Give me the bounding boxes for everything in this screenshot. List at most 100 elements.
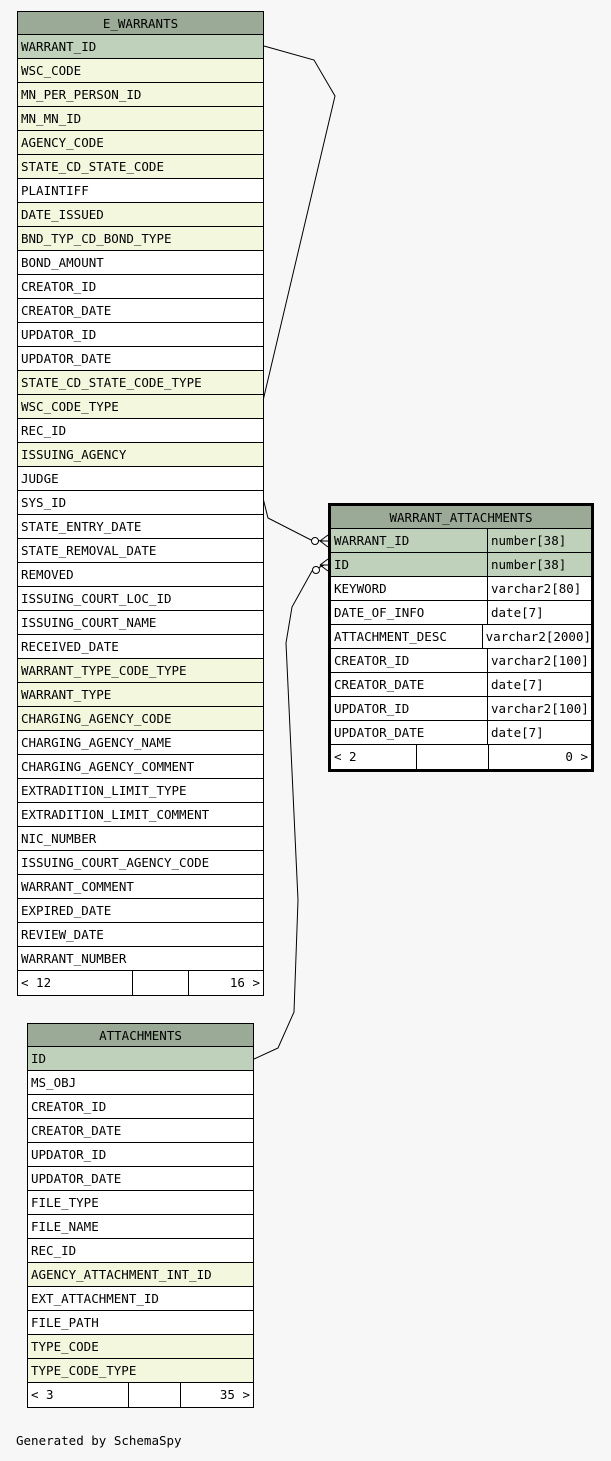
table-header[interactable]: E_WARRANTS <box>18 12 263 35</box>
child-count[interactable]: 16 > <box>188 971 263 995</box>
column-type: number[38] <box>491 557 567 572</box>
table-row[interactable]: ID <box>28 1047 253 1071</box>
table-row[interactable]: WSC_CODE_TYPE <box>18 395 263 419</box>
table-row[interactable]: CHARGING_AGENCY_CODE <box>18 707 263 731</box>
table-row[interactable]: FILE_TYPE <box>28 1191 253 1215</box>
table-row[interactable]: PLAINTIFF <box>18 179 263 203</box>
table-row[interactable]: FILE_NAME <box>28 1215 253 1239</box>
table-row[interactable]: WARRANT_NUMBER <box>18 947 263 971</box>
table-row[interactable]: MN_MN_ID <box>18 107 263 131</box>
column-name: BOND_AMOUNT <box>21 255 104 270</box>
column-name: PLAINTIFF <box>21 183 89 198</box>
table-footer: < 12 16 > <box>18 971 263 995</box>
table-row[interactable]: AGENCY_CODE <box>18 131 263 155</box>
table-row[interactable]: EXTRADITION_LIMIT_TYPE <box>18 779 263 803</box>
table-row[interactable]: WARRANT_COMMENT <box>18 875 263 899</box>
column-name: ISSUING_AGENCY <box>21 447 127 462</box>
column-name: KEYWORD <box>331 577 488 600</box>
table-row[interactable]: UPDATOR_DATE <box>28 1167 253 1191</box>
table-row[interactable]: REC_ID <box>28 1239 253 1263</box>
column-name: WSC_CODE_TYPE <box>21 399 119 414</box>
table-row[interactable]: WARRANT_ID <box>18 35 263 59</box>
table-row[interactable]: UPDATOR_DATE <box>18 347 263 371</box>
column-type: date[7] <box>491 605 544 620</box>
column-name: WARRANT_ID <box>21 39 97 54</box>
table-row[interactable]: STATE_ENTRY_DATE <box>18 515 263 539</box>
column-name: ATTACHMENT_DESC <box>331 625 483 648</box>
child-count[interactable]: 0 > <box>488 745 591 769</box>
table-row[interactable]: MS_OBJ <box>28 1071 253 1095</box>
parent-count[interactable]: < 2 <box>334 749 357 764</box>
table-row[interactable]: CREATOR_ID <box>28 1095 253 1119</box>
table-row[interactable]: SYS_ID <box>18 491 263 515</box>
cardinality-zero-icon <box>311 537 319 545</box>
child-count[interactable]: 35 > <box>180 1383 253 1407</box>
table-row[interactable]: WSC_CODE <box>18 59 263 83</box>
table-header[interactable]: WARRANT_ATTACHMENTS <box>331 506 591 529</box>
column-name: UPDATOR_ID <box>31 1147 107 1162</box>
column-name: STATE_REMOVAL_DATE <box>21 543 157 558</box>
footer-spacer <box>132 971 188 995</box>
table-row[interactable]: CREATOR_DATE <box>18 299 263 323</box>
column-name: EXPIRED_DATE <box>21 903 112 918</box>
relationship-attachments-to-warrant-attachments <box>253 564 325 1060</box>
column-name: UPDATOR_DATE <box>21 351 112 366</box>
table-row[interactable]: FILE_PATH <box>28 1311 253 1335</box>
table-row[interactable]: EXT_ATTACHMENT_ID <box>28 1287 253 1311</box>
column-name: EXTRADITION_LIMIT_TYPE <box>21 783 187 798</box>
table-row[interactable]: CREATOR_ID <box>18 275 263 299</box>
table-row[interactable]: CHARGING_AGENCY_NAME <box>18 731 263 755</box>
table-row[interactable]: AGENCY_ATTACHMENT_INT_ID <box>28 1263 253 1287</box>
parent-count[interactable]: < 3 <box>31 1387 54 1402</box>
table-row[interactable]: MN_PER_PERSON_ID <box>18 83 263 107</box>
table-header[interactable]: ATTACHMENTS <box>28 1024 253 1047</box>
column-type: number[38] <box>491 533 567 548</box>
column-name: FILE_NAME <box>31 1219 99 1234</box>
table-row[interactable]: UPDATOR_ID <box>28 1143 253 1167</box>
table-row[interactable]: REMOVED <box>18 563 263 587</box>
table-row[interactable]: DATE_ISSUED <box>18 203 263 227</box>
table-row[interactable]: REC_ID <box>18 419 263 443</box>
table-row[interactable]: TYPE_CODE <box>28 1335 253 1359</box>
table-row[interactable]: CREATOR_DATE <box>28 1119 253 1143</box>
table-row[interactable]: STATE_CD_STATE_CODE_TYPE <box>18 371 263 395</box>
column-name: STATE_ENTRY_DATE <box>21 519 142 534</box>
table-row[interactable]: STATE_CD_STATE_CODE <box>18 155 263 179</box>
table-row[interactable]: EXPIRED_DATE <box>18 899 263 923</box>
table-row[interactable]: ISSUING_COURT_AGENCY_CODE <box>18 851 263 875</box>
footer-spacer <box>416 745 488 769</box>
column-name: FILE_PATH <box>31 1315 99 1330</box>
table-row[interactable]: BND_TYP_CD_BOND_TYPE <box>18 227 263 251</box>
column-name: EXTRADITION_LIMIT_COMMENT <box>21 807 210 822</box>
table-row[interactable]: ISSUING_AGENCY <box>18 443 263 467</box>
table-row[interactable]: UPDATOR_ID <box>18 323 263 347</box>
table-row[interactable]: BOND_AMOUNT <box>18 251 263 275</box>
table-row[interactable]: NIC_NUMBER <box>18 827 263 851</box>
table-row[interactable]: WARRANT_TYPE_CODE_TYPE <box>18 659 263 683</box>
table-row[interactable]: ISSUING_COURT_NAME <box>18 611 263 635</box>
parent-count[interactable]: < 12 <box>21 975 52 990</box>
table-row[interactable]: WARRANT_TYPE <box>18 683 263 707</box>
table-row[interactable]: STATE_REMOVAL_DATE <box>18 539 263 563</box>
table-row[interactable]: REVIEW_DATE <box>18 923 263 947</box>
table-row[interactable]: CHARGING_AGENCY_COMMENT <box>18 755 263 779</box>
table-row[interactable]: EXTRADITION_LIMIT_COMMENT <box>18 803 263 827</box>
table-row[interactable]: RECEIVED_DATE <box>18 635 263 659</box>
table-row[interactable]: JUDGE <box>18 467 263 491</box>
table-row[interactable]: TYPE_CODE_TYPE <box>28 1359 253 1383</box>
column-name: AGENCY_ATTACHMENT_INT_ID <box>31 1267 212 1282</box>
column-name: CREATOR_DATE <box>331 673 488 696</box>
table-row[interactable]: ISSUING_COURT_LOC_ID <box>18 587 263 611</box>
